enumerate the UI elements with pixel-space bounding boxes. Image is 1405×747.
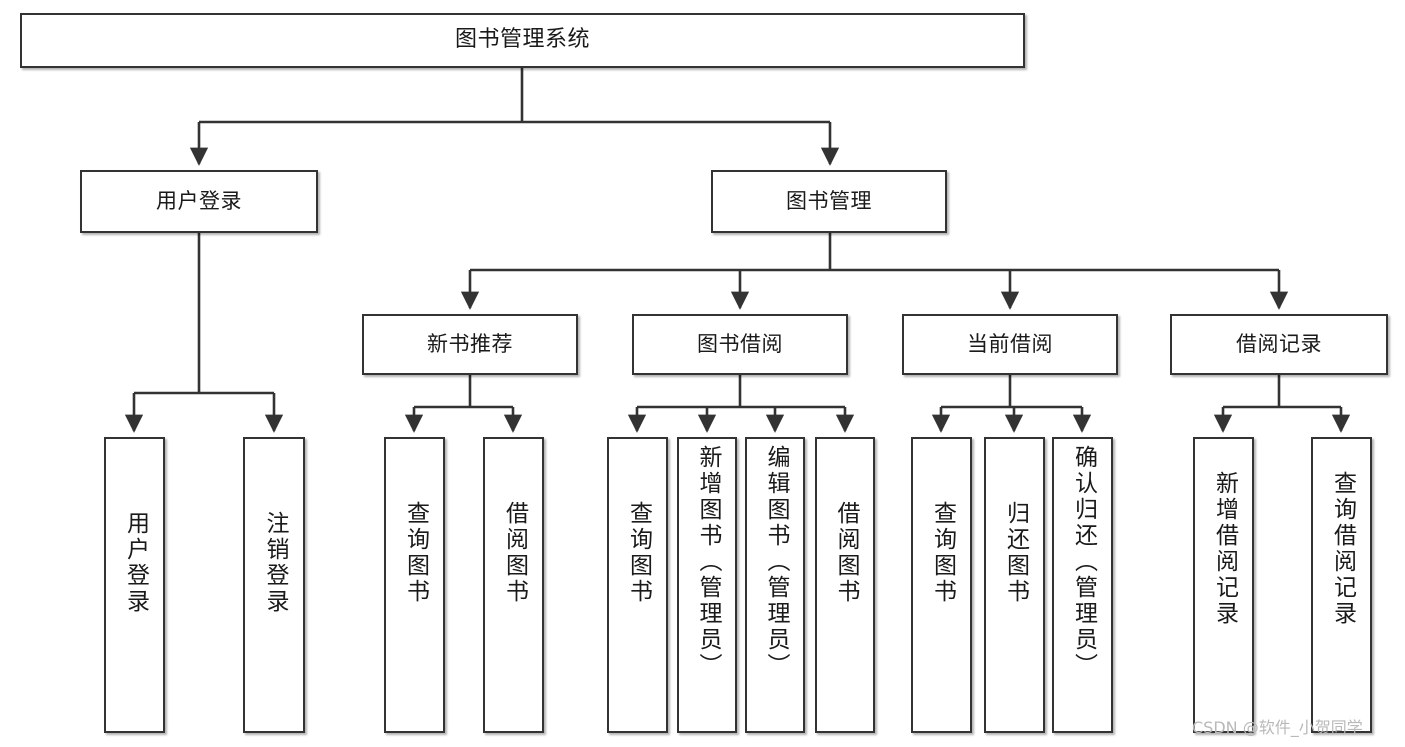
node-leaf-borrow-book-2-label: 借阅图书 [832,501,859,605]
node-leaf-add-book-label: 新增图书（管理员） [694,445,721,679]
node-leaf-query-record[interactable]: 查询借阅记录 [1311,437,1372,733]
node-book-borrow-label: 图书借阅 [697,331,783,356]
node-borrow-record[interactable]: 借阅记录 [1170,314,1388,375]
node-leaf-query-record-label: 查询借阅记录 [1329,471,1356,627]
node-root-label: 图书管理系统 [454,27,590,53]
node-leaf-add-record[interactable]: 新增借阅记录 [1193,437,1254,733]
node-new-book-recommend[interactable]: 新书推荐 [362,314,578,375]
node-leaf-return-book[interactable]: 归还图书 [984,437,1045,733]
node-new-book-recommend-label: 新书推荐 [427,331,513,356]
node-leaf-query-book-1-label: 查询图书 [402,501,429,605]
node-leaf-confirm-return[interactable]: 确认归还（管理员） [1052,437,1113,733]
node-leaf-borrow-book-2[interactable]: 借阅图书 [815,437,875,733]
node-leaf-query-book-2[interactable]: 查询图书 [607,437,668,733]
node-current-borrow[interactable]: 当前借阅 [902,314,1118,375]
node-leaf-query-book-1[interactable]: 查询图书 [384,437,445,733]
node-borrow-record-label: 借阅记录 [1236,331,1322,356]
node-leaf-borrow-book-1-label: 借阅图书 [501,501,528,605]
node-leaf-user-login[interactable]: 用户登录 [104,437,165,733]
node-leaf-logout-label: 注销登录 [261,511,288,615]
node-leaf-logout[interactable]: 注销登录 [243,437,305,733]
node-book-manage[interactable]: 图书管理 [711,170,947,233]
node-leaf-edit-book[interactable]: 编辑图书（管理员） [745,437,805,733]
node-leaf-query-book-3[interactable]: 查询图书 [911,437,972,733]
node-leaf-query-book-2-label: 查询图书 [625,501,652,605]
csdn-watermark: CSDN @软件_小贺同学 [1192,718,1363,737]
node-leaf-add-record-label: 新增借阅记录 [1211,471,1238,627]
node-leaf-borrow-book-1[interactable]: 借阅图书 [483,437,544,733]
node-leaf-query-book-3-label: 查询图书 [929,501,956,605]
node-book-manage-label: 图书管理 [786,188,872,213]
node-leaf-add-book[interactable]: 新增图书（管理员） [677,437,737,733]
node-root[interactable]: 图书管理系统 [20,13,1025,68]
node-user-login-label: 用户登录 [156,188,242,213]
node-leaf-edit-book-label: 编辑图书（管理员） [762,445,789,679]
node-user-login[interactable]: 用户登录 [80,170,318,233]
node-leaf-user-login-label: 用户登录 [122,511,149,615]
node-current-borrow-label: 当前借阅 [967,331,1053,356]
node-leaf-confirm-return-label: 确认归还（管理员） [1070,445,1097,679]
node-leaf-return-book-label: 归还图书 [1002,501,1029,605]
node-book-borrow[interactable]: 图书借阅 [632,314,848,375]
